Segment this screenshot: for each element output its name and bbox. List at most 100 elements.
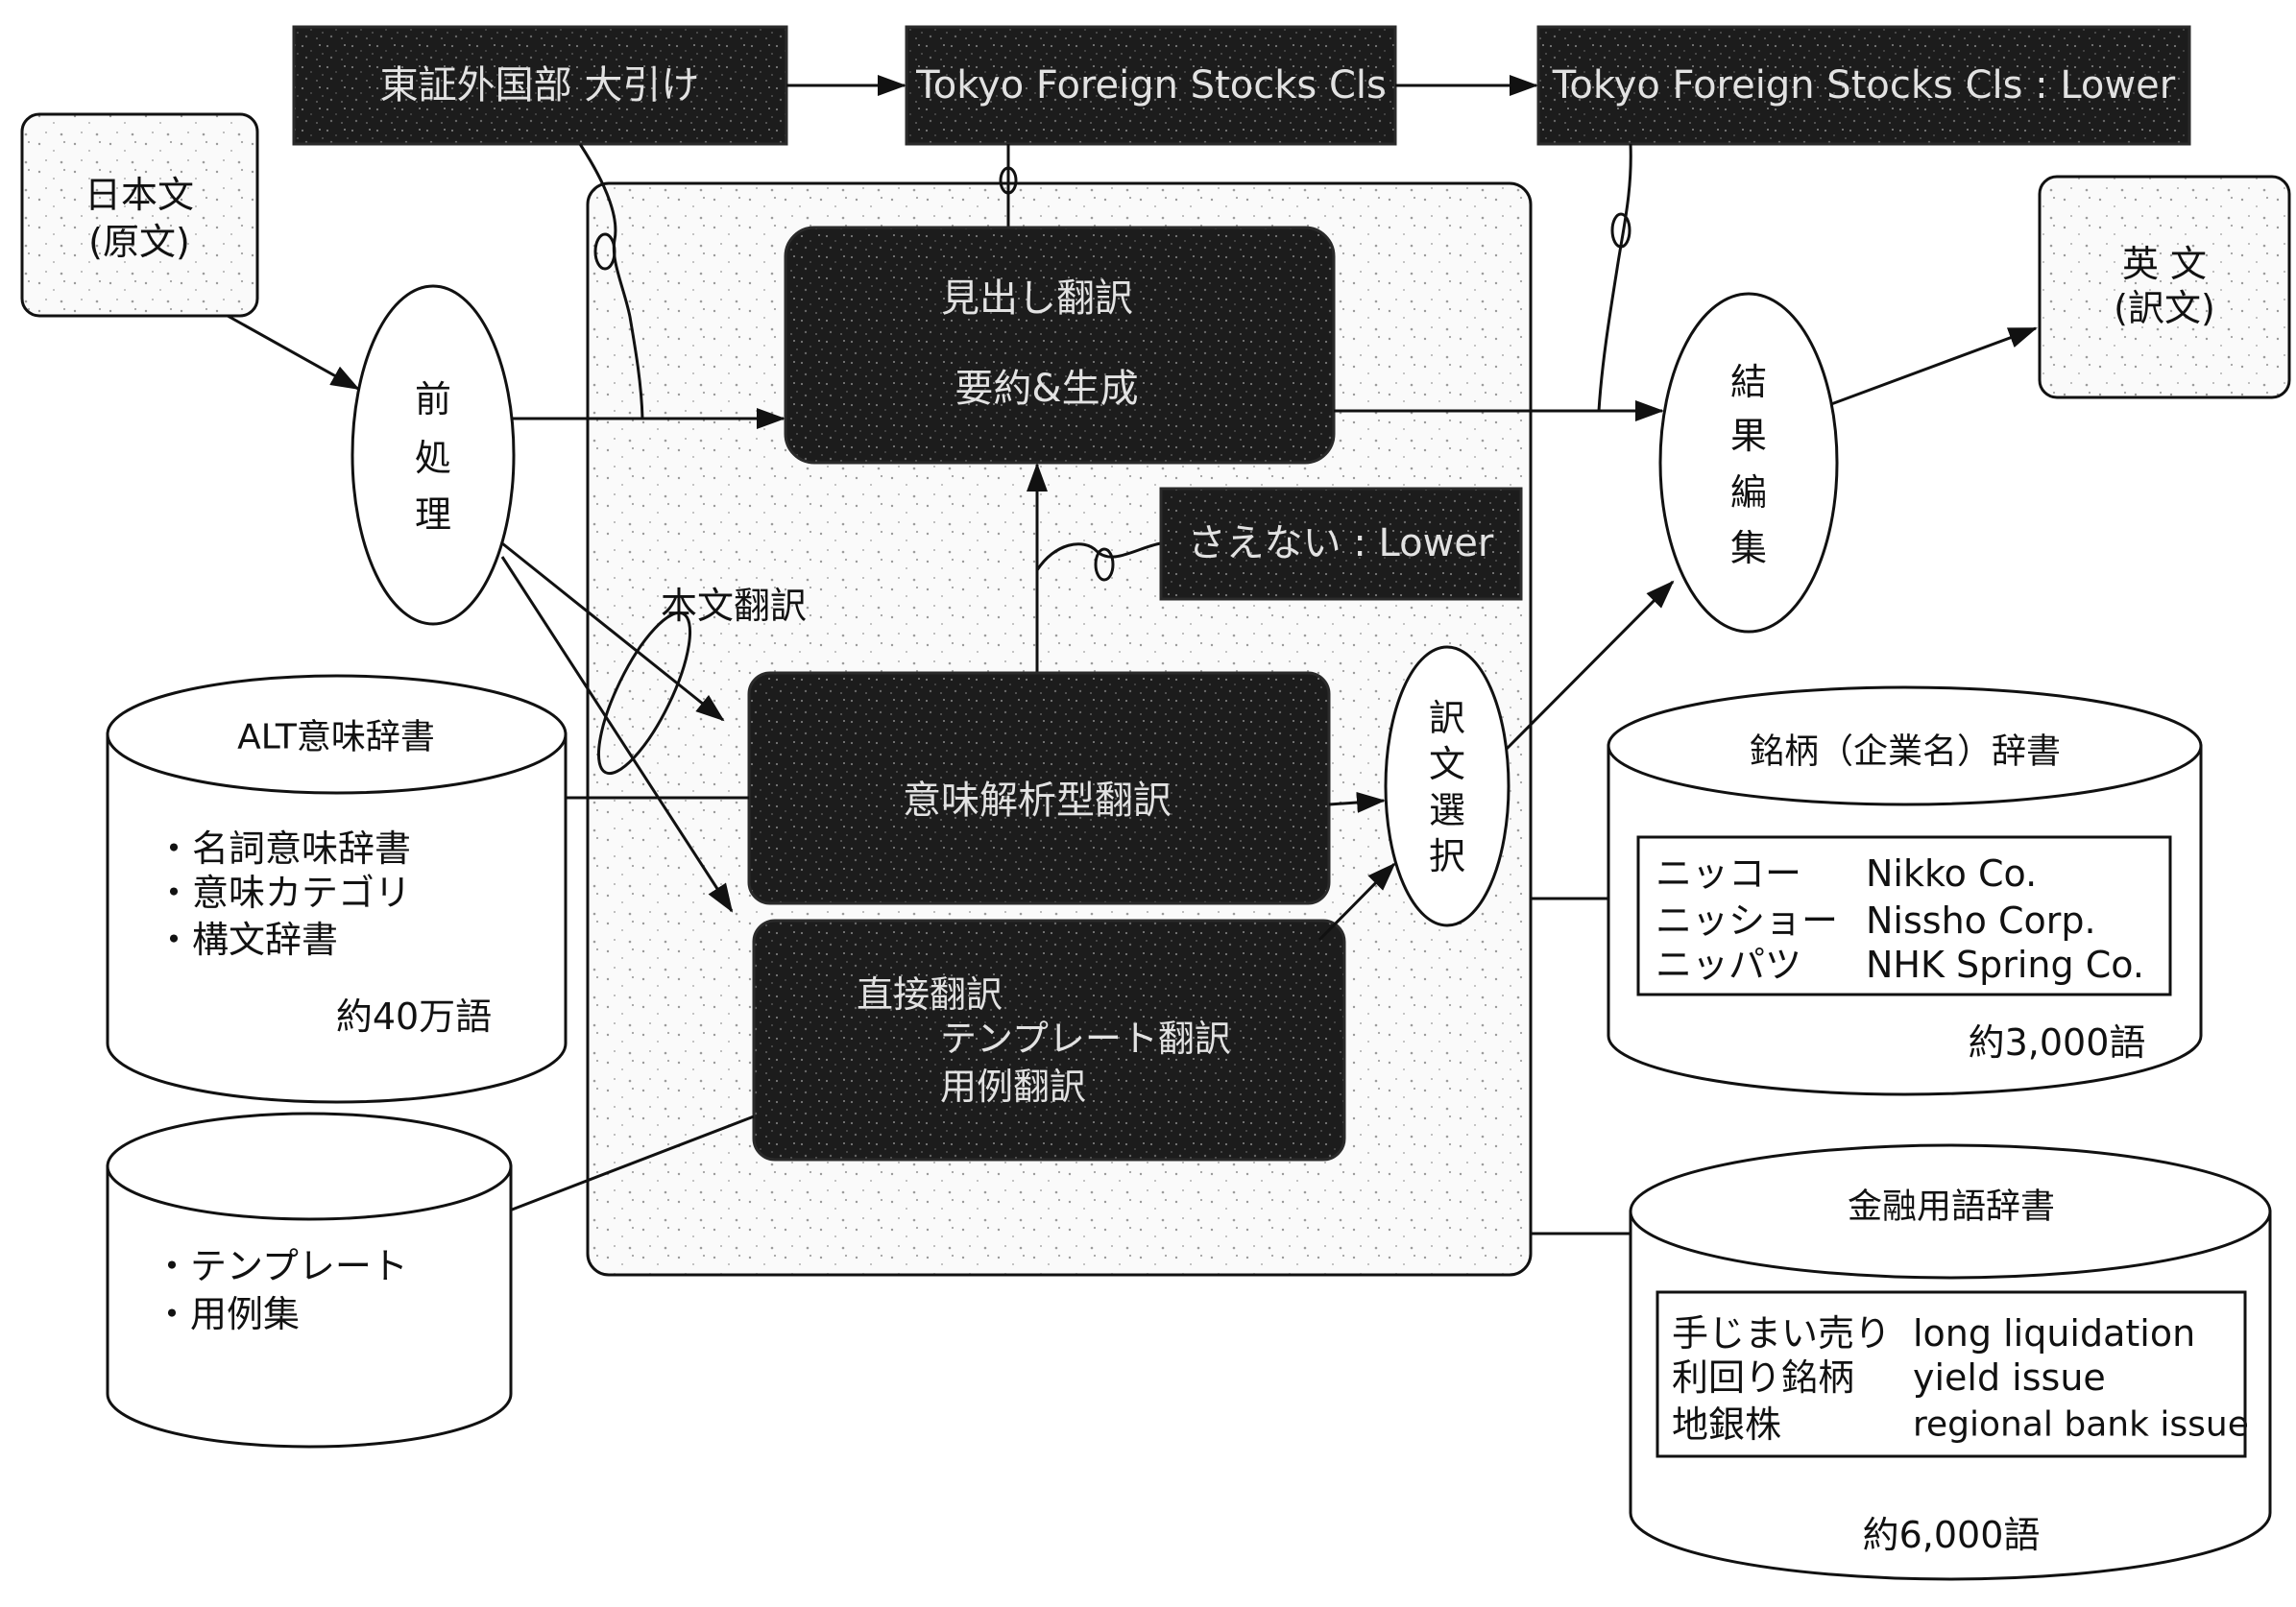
headline-chain-draft-box	[905, 25, 1397, 146]
company-entry-en: Nikko Co.	[1866, 852, 2037, 895]
company-entry-en: Nissho Corp.	[1866, 899, 2096, 942]
preprocessing-ellipse	[350, 284, 516, 626]
result-editing-char: 集	[1730, 527, 1767, 569]
result-editing-ellipse	[1658, 292, 1839, 634]
arrow-preprocessing-to-direct-translation	[500, 556, 734, 913]
company-entry-ja: ニッコー	[1656, 852, 1801, 895]
direct-translation-line1: 直接翻訳	[857, 973, 1003, 1016]
term-mapping-node: さえない : Lower	[1159, 487, 1523, 601]
preprocessing-char: 処	[415, 437, 451, 479]
source-text-box: 日本文 (原文)	[20, 112, 259, 318]
company-entry-ja: ニッショー	[1656, 899, 1838, 942]
connector-loop	[1610, 212, 1631, 249]
finance-dictionary-top	[1629, 1143, 2272, 1280]
finance-entry-en: regional bank issue	[1913, 1405, 2249, 1445]
semantic-translation-text: 意味解析型翻訳	[903, 779, 1172, 823]
finance-dictionary-title: 金融用語辞書	[1848, 1187, 2055, 1227]
headline-chain-final-box	[1536, 25, 2191, 146]
result-editing-char: 編	[1730, 471, 1767, 514]
preprocessing-char: 理	[415, 493, 451, 536]
headline-translation-box	[784, 226, 1336, 465]
example-base-body	[106, 1164, 513, 1449]
alt-dictionary-size: 約40万語	[336, 995, 492, 1038]
semantic-translation-node: 意味解析型翻訳	[747, 671, 1331, 905]
example-base-top	[106, 1112, 513, 1221]
translation-selection-ellipse	[1384, 645, 1511, 927]
finance-dictionary-size: 約6,000語	[1863, 1514, 2041, 1556]
finance-entry-ja: 利回り銘柄	[1672, 1356, 1854, 1399]
arrow-semantic-to-selection	[1328, 791, 1386, 813]
arrow-result-editing-to-target	[1830, 326, 2038, 406]
preprocessing-char: 前	[415, 378, 451, 420]
company-entry-en: NHK Spring Co.	[1866, 944, 2144, 986]
alt-dictionary-item: ・名詞意味辞書	[156, 827, 411, 870]
finance-entry-en: long liquidation	[1913, 1312, 2195, 1355]
result-editing-node: 結 果 編 集	[1658, 292, 1839, 634]
arrow-preprocessing-to-semantic-translation	[501, 541, 725, 722]
target-text-line2: (訳文)	[2114, 287, 2215, 329]
headline-translation-subtitle: 要約&生成	[955, 367, 1138, 411]
translation-selection-char: 択	[1429, 835, 1465, 877]
semantic-translation-box	[747, 671, 1331, 905]
headline-chain-final: Tokyo Foreign Stocks Cls : Lower	[1536, 25, 2191, 146]
target-text-line1: 英 文	[2122, 243, 2207, 285]
arrow-direct-to-selection	[1317, 862, 1396, 942]
target-text-box: 英 文 (訳文)	[2038, 175, 2291, 399]
finance-dictionary-table	[1656, 1290, 2247, 1458]
example-base-item: ・用例集	[154, 1293, 300, 1335]
alt-dictionary-body	[106, 732, 568, 1104]
company-dictionary-title: 銘柄（企業名）辞書	[1750, 732, 2061, 772]
direct-translation-box	[752, 919, 1346, 1162]
headline-translation-node: 見出し翻訳 要約&生成	[784, 226, 1336, 465]
headline-translation-title: 見出し翻訳	[941, 276, 1133, 321]
translation-selection-char: 文	[1429, 743, 1465, 785]
headline-chain-draft-text: Tokyo Foreign Stocks Cls	[915, 63, 1387, 108]
alt-dictionary-top	[106, 674, 568, 795]
source-text-frame	[20, 112, 259, 318]
finance-dictionary-cylinder: 金融用語辞書 手じまい売り long liquidation 利回り銘柄 yie…	[1629, 1143, 2272, 1581]
term-mapping-text: さえない : Lower	[1188, 521, 1494, 565]
headline-chain-source: 東証外国部 大引け	[292, 25, 788, 146]
term-mapping-box	[1159, 487, 1523, 601]
connector-final-headline	[1597, 143, 1632, 412]
connector-loop	[1094, 547, 1115, 582]
finance-entry-ja: 地銀株	[1672, 1403, 1781, 1446]
connector-source-headline	[578, 143, 644, 420]
company-dictionary-top	[1607, 685, 2203, 806]
alt-dictionary-cylinder: ALT意味辞書 ・名詞意味辞書 ・意味カテゴリ ・構文辞書 約40万語	[106, 674, 568, 1104]
connector-loop	[999, 166, 1018, 195]
headline-chain-source-box	[292, 25, 788, 146]
result-editing-char: 果	[1730, 415, 1767, 457]
headline-chain-final-text: Tokyo Foreign Stocks Cls : Lower	[1552, 63, 2176, 108]
direct-translation-line3: 用例翻訳	[940, 1066, 1086, 1108]
body-translation-group-ellipse	[596, 611, 692, 776]
connector-term-mapping	[1035, 541, 1162, 571]
alt-dictionary-item: ・意味カテゴリ	[156, 872, 411, 914]
translation-selection-char: 訳	[1429, 697, 1465, 739]
result-editing-char: 結	[1730, 361, 1767, 403]
headline-chain-draft: Tokyo Foreign Stocks Cls	[905, 25, 1397, 146]
finance-entry-ja: 手じまい売り	[1672, 1312, 1891, 1355]
body-translation-label: 本文翻訳	[661, 585, 807, 627]
company-dictionary-size: 約3,000語	[1969, 1021, 2146, 1064]
example-base-cylinder: ・テンプレート ・用例集	[106, 1112, 513, 1449]
arrow-source-to-preprocessing	[227, 314, 360, 391]
company-dictionary-table	[1636, 835, 2172, 996]
connector-loop	[593, 232, 616, 271]
example-base-item: ・テンプレート	[154, 1245, 408, 1287]
direct-translation-node: 直接翻訳 テンプレート翻訳 用例翻訳	[752, 919, 1346, 1162]
translation-selection-char: 選	[1429, 789, 1465, 831]
headline-chain-source-text: 東証外国部 大引け	[380, 63, 700, 108]
link-example-base	[506, 1115, 755, 1213]
company-entry-ja: ニッパツ	[1656, 944, 1801, 986]
alt-dictionary-item: ・構文辞書	[156, 919, 338, 961]
direct-translation-line2: テンプレート翻訳	[940, 1018, 1231, 1060]
source-text-line1: 日本文	[85, 174, 194, 216]
preprocessing-node: 前 処 理	[350, 284, 516, 626]
target-text-frame	[2038, 175, 2291, 399]
translation-selection-node: 訳 文 選 択	[1384, 645, 1511, 927]
arrow-selection-to-result-editing	[1505, 580, 1675, 751]
finance-entry-en: yield issue	[1913, 1356, 2106, 1399]
company-dictionary-cylinder: 銘柄（企業名）辞書 ニッコー Nikko Co. ニッショー Nissho Co…	[1607, 685, 2203, 1096]
